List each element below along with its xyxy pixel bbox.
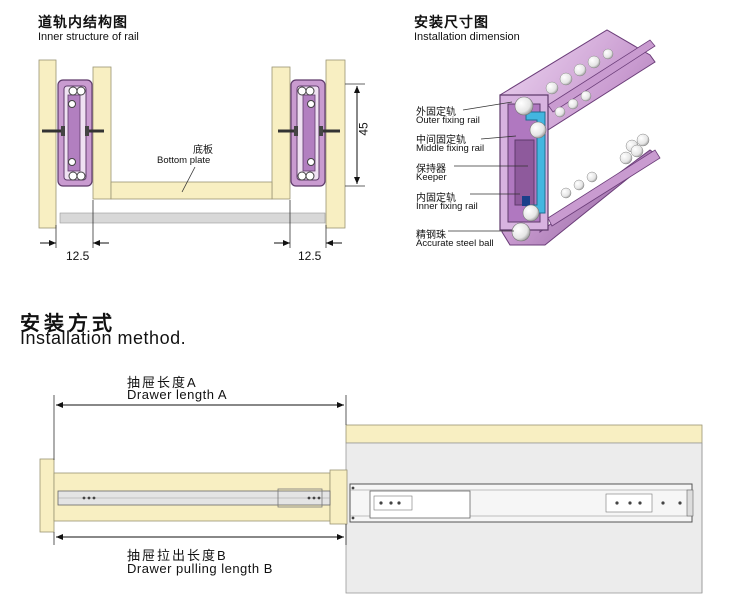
dimension-left-label: 12.5	[66, 249, 90, 263]
install-dimension-title-cn: 安装尺寸图	[414, 14, 489, 30]
drawer-back-panel	[329, 469, 348, 525]
inner-rail-label-en: Inner fixing rail	[416, 201, 478, 212]
inner-rail-label-cn: 内固定轨	[416, 193, 456, 204]
middle-rail-label-cn: 中间固定轨	[416, 135, 466, 146]
right-rail-assembly	[278, 79, 340, 187]
inner-structure-diagram	[38, 59, 365, 248]
drawer-length-a-en: Drawer length A	[127, 387, 227, 402]
left-cabinet-wall	[38, 59, 57, 229]
installation-dimension-diagram	[448, 29, 661, 246]
base-panel	[59, 212, 326, 224]
steel-ball-label-en: Accurate steel ball	[416, 238, 494, 249]
dimension-right-label: 12.5	[298, 249, 322, 263]
left-rail-assembly	[42, 79, 104, 187]
middle-rail-label-en: Middle fixing rail	[416, 143, 485, 154]
right-cabinet-wall	[325, 59, 346, 229]
bottom-plate-label-en: Bottom plate	[157, 155, 211, 166]
inner-structure-title-en: Inner structure of rail	[38, 31, 139, 43]
outer-rail-label-en: Outer fixing rail	[416, 115, 480, 126]
inner-structure-title-cn: 道轨内结构图	[38, 14, 128, 30]
install-dimension-title-en: Installation dimension	[414, 31, 520, 43]
bottom-plate-label-cn: 底板	[193, 145, 213, 156]
keeper-label-en: Keeper	[416, 172, 447, 183]
steel-ball-label-cn: 精钢珠	[416, 230, 446, 241]
right-drawer-side	[271, 66, 291, 200]
left-drawer-side	[92, 66, 112, 200]
drawer-length-a-cn: 抽屉长度A	[127, 375, 198, 390]
drawer-length-b-en: Drawer pulling length B	[127, 561, 273, 576]
installation-method-diagram	[39, 395, 703, 594]
keeper-label-cn: 保持器	[416, 164, 446, 175]
outer-rail-label-cn: 外固定轨	[416, 107, 456, 118]
drawer-length-b-cn: 抽屉拉出长度B	[127, 548, 228, 563]
bottom-plate	[110, 181, 273, 200]
cabinet-top-edge	[345, 424, 703, 444]
drawer-front-panel	[39, 458, 55, 533]
steel-balls	[511, 48, 650, 242]
install-method-title-cn: 安装方式	[20, 313, 116, 335]
install-method-title-en: Installation method.	[20, 328, 187, 348]
